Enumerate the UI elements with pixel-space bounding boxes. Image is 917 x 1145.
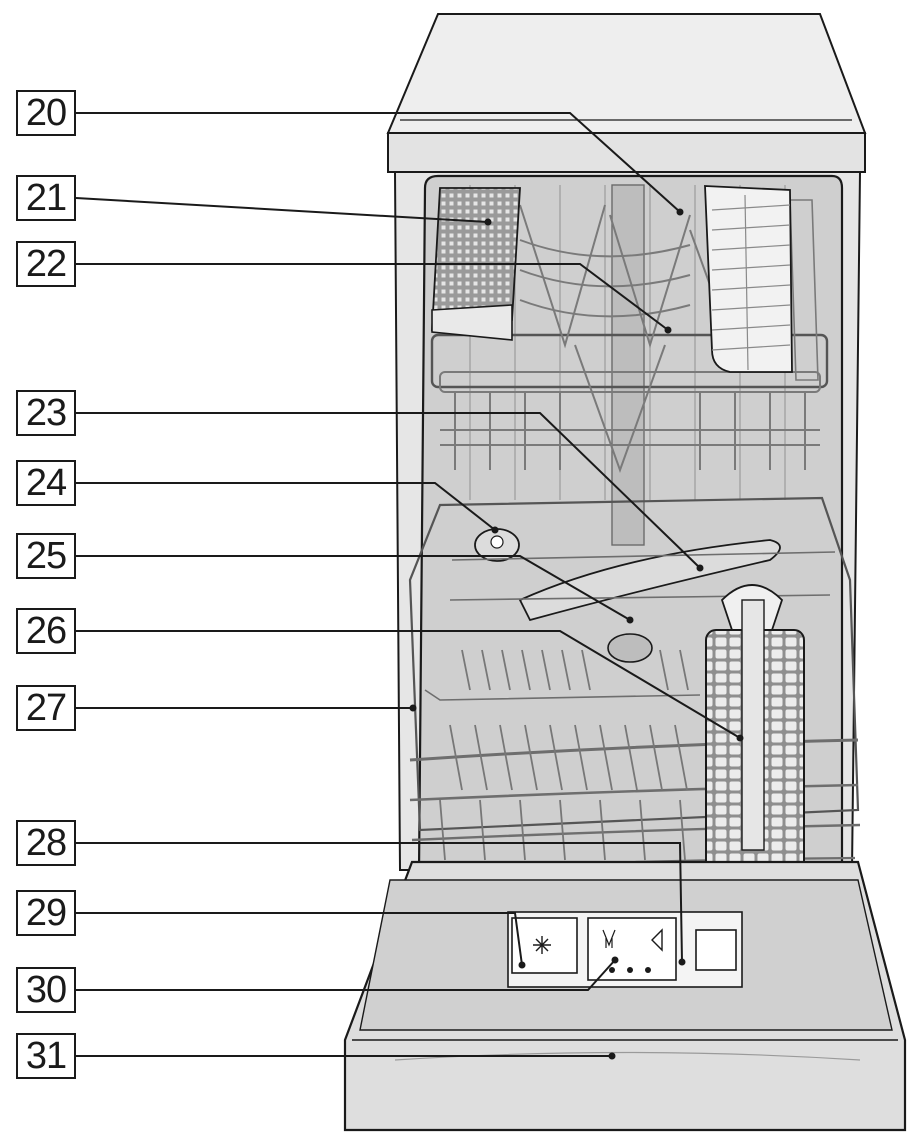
leader-lines (75, 112, 741, 1057)
leader-20 (76, 112, 681, 213)
leader-25 (76, 555, 631, 621)
callout-21: 21 (16, 175, 76, 221)
cutlery-basket-26 (705, 584, 805, 901)
leader-28 (76, 842, 683, 963)
callout-20: 20 (16, 90, 76, 136)
callout-30-label: 30 (25, 968, 67, 1011)
cutlery-tray-21 (431, 187, 521, 341)
leader-21 (75, 197, 489, 223)
door (343, 860, 907, 1132)
cup-rack (704, 185, 793, 373)
callout-22-label: 22 (25, 242, 67, 285)
upper-basket (430, 199, 829, 473)
callout-30: 30 (16, 967, 76, 1013)
leader-29 (76, 912, 523, 966)
snowflake-icon (533, 936, 551, 954)
callout-20-label: 20 (25, 91, 67, 134)
callout-23: 23 (16, 390, 76, 436)
callout-28-label: 28 (25, 821, 67, 864)
salt-container-cap (474, 528, 520, 562)
callout-24: 24 (16, 460, 76, 506)
callout-21-label: 21 (25, 176, 67, 219)
spray-arm (518, 539, 781, 663)
detergent-icon (602, 929, 616, 948)
leader-26 (76, 630, 741, 739)
callout-27-label: 27 (25, 686, 67, 729)
leader-dots (409, 208, 744, 1060)
leader-22 (76, 263, 669, 331)
leader-23 (76, 412, 701, 569)
callout-23-label: 23 (25, 391, 67, 434)
cabinet-top (386, 13, 867, 134)
leader-30 (76, 959, 616, 991)
callout-22: 22 (16, 241, 76, 287)
callout-29: 29 (16, 890, 76, 936)
callout-26-label: 26 (25, 609, 67, 652)
callout-28: 28 (16, 820, 76, 866)
callout-31: 31 (16, 1033, 76, 1079)
callout-29-label: 29 (25, 891, 67, 934)
callout-27: 27 (16, 685, 76, 731)
callout-26: 26 (16, 608, 76, 654)
callout-25: 25 (16, 533, 76, 579)
leader-24 (76, 482, 496, 531)
callout-25-label: 25 (25, 534, 67, 577)
callout-31-label: 31 (25, 1034, 67, 1077)
cabinet-front-band (387, 132, 866, 173)
callout-24-label: 24 (25, 461, 67, 504)
arrow-icon (651, 928, 663, 952)
dispenser-panel (507, 911, 743, 988)
